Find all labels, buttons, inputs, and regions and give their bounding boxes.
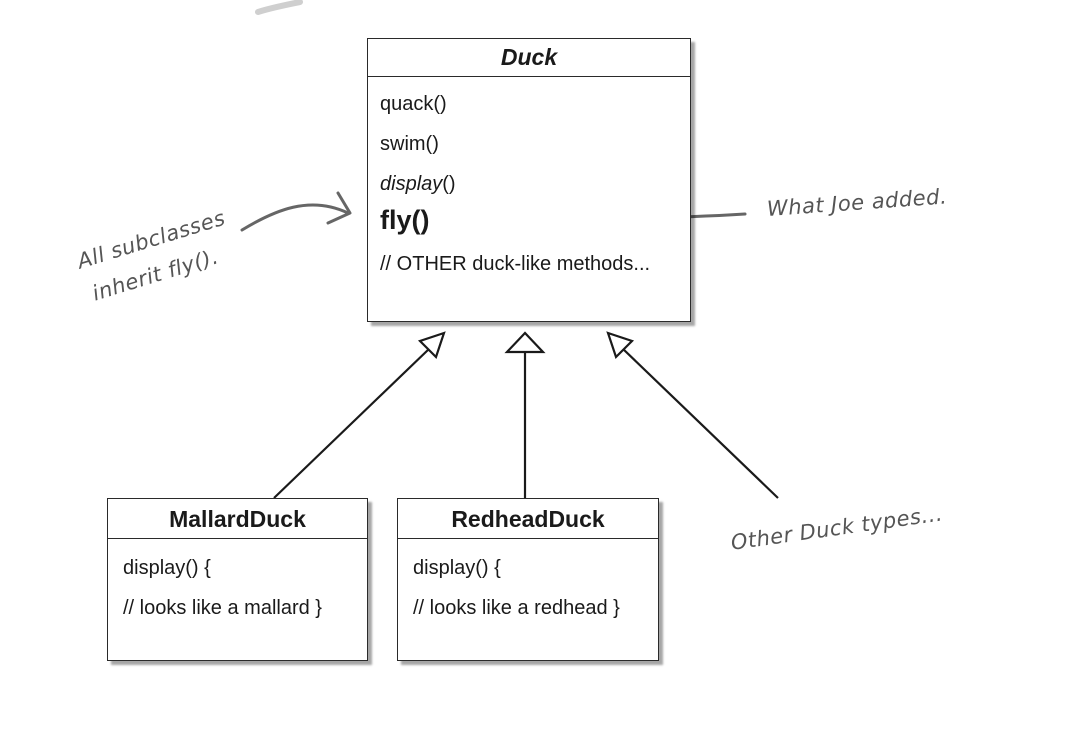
redhead-comment-line: // looks like a redhead }: [413, 597, 620, 619]
mallard-inheritance-line: [273, 347, 431, 499]
redhead-inheritance-arrowhead: [504, 331, 546, 354]
mallard-class-box: MallardDuck display() { // looks like a …: [107, 498, 368, 661]
duck-class-box: Duck quack() swim() display() fly() // O…: [367, 38, 691, 322]
other-inheritance-arrowhead: [606, 331, 635, 360]
method-fly: fly(): [380, 205, 430, 235]
inherit-note-arrow: [240, 203, 350, 232]
method-quack: quack(): [380, 93, 447, 115]
mallard-class-name: MallardDuck: [108, 499, 367, 539]
top-smudge: [255, 0, 303, 15]
inherit-note-arrowhead: [326, 191, 352, 225]
method-other: // OTHER duck-like methods...: [380, 253, 651, 275]
mallard-display-line: display() {: [123, 557, 211, 579]
mallard-inheritance-arrowhead: [417, 331, 446, 360]
mallard-comment-line: // looks like a mallard }: [123, 597, 322, 619]
other-inheritance-line: [621, 347, 779, 499]
method-display: display(): [380, 173, 456, 196]
redhead-class-box: RedheadDuck display() { // looks like a …: [397, 498, 659, 661]
duck-class-name: Duck: [368, 39, 690, 77]
redhead-display-line: display() {: [413, 557, 501, 579]
redhead-class-name: RedheadDuck: [398, 499, 658, 539]
method-display-name: display: [380, 173, 443, 195]
method-swim: swim(): [380, 133, 439, 155]
method-display-parens: (): [442, 173, 456, 195]
